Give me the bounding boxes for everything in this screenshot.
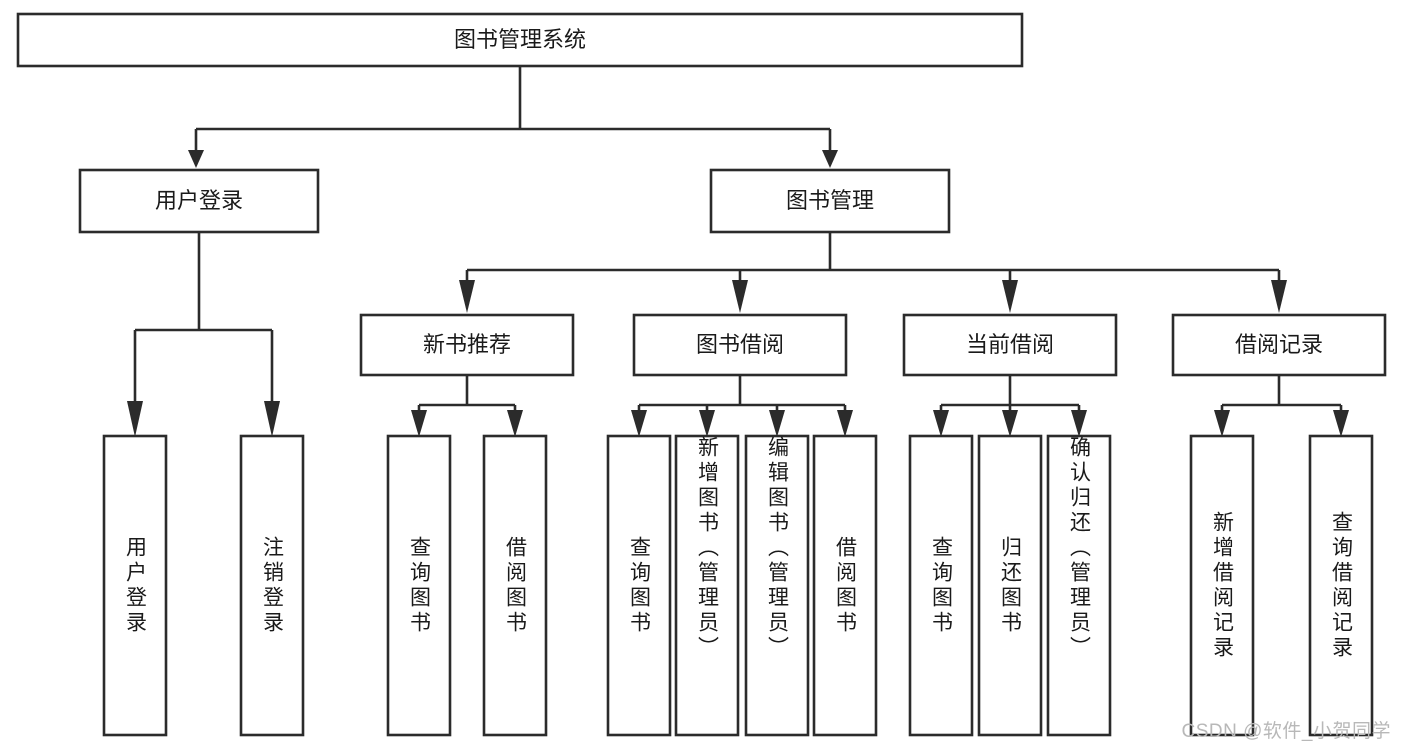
node-book-borrow-label: 图书借阅 [696, 332, 784, 357]
node-new-book-recommend-box [359, 313, 575, 377]
leaf-box-current-confirm[interactable] [1046, 434, 1112, 737]
arrow-icon [1002, 410, 1018, 437]
node-user-login-label: 用户登录 [155, 188, 243, 213]
leaf-box-record-query[interactable] [1308, 434, 1374, 737]
connector-root-to-level2 [188, 66, 838, 168]
node-current-borrow-box [902, 313, 1118, 377]
arrow-icon [769, 410, 785, 437]
watermark-text: CSDN @软件_小贺同学 [1181, 721, 1391, 742]
node-new-book-recommend[interactable]: 新书推荐 [359, 313, 575, 377]
connector-current-borrow-to-leaves [933, 375, 1087, 437]
node-user-login-box [78, 168, 320, 234]
leaf-box-borrow-query[interactable] [606, 434, 672, 737]
arrow-icon [264, 401, 280, 437]
node-book-management[interactable]: 图书管理 [709, 168, 951, 234]
arrow-icon [1002, 280, 1018, 313]
leaf-box-borrow-borrow[interactable] [812, 434, 878, 737]
arrow-icon [411, 410, 427, 437]
connector-new-book-recommend-to-leaves [411, 375, 523, 437]
arrow-icon [933, 410, 949, 437]
arrow-icon [1071, 410, 1087, 437]
arrow-icon [699, 410, 715, 437]
node-borrow-record-label: 借阅记录 [1235, 332, 1323, 357]
leaf-box-borrow-edit[interactable] [744, 434, 810, 737]
leaf-box-record-add[interactable] [1189, 434, 1255, 737]
connector-user-login-to-leaves [127, 232, 280, 437]
leaf-box-current-query[interactable] [908, 434, 974, 737]
leaf-box-borrow-add[interactable] [674, 434, 740, 737]
arrow-icon [1271, 280, 1287, 313]
node-root-label: 图书管理系统 [454, 27, 586, 52]
arrow-icon [459, 280, 475, 313]
node-root[interactable]: 图书管理系统 [16, 12, 1024, 68]
arrow-icon [837, 410, 853, 437]
node-root-box [16, 12, 1024, 68]
leaf-box-user-login-login[interactable] [102, 434, 168, 737]
node-new-book-recommend-label: 新书推荐 [423, 332, 511, 357]
arrow-icon [822, 150, 838, 168]
connector-book-borrow-to-leaves [631, 375, 853, 437]
node-borrow-record[interactable]: 借阅记录 [1171, 313, 1387, 377]
node-book-borrow[interactable]: 图书借阅 [632, 313, 848, 377]
arrow-icon [631, 410, 647, 437]
arrow-icon [1333, 410, 1349, 437]
arrow-icon [188, 150, 204, 168]
leaf-box-current-return[interactable] [977, 434, 1043, 737]
arrow-icon [732, 280, 748, 313]
leaf-box-recommend-query[interactable] [386, 434, 452, 737]
node-current-borrow-label: 当前借阅 [966, 332, 1054, 357]
connector-borrow-record-to-leaves [1214, 375, 1349, 437]
arrow-icon [127, 401, 143, 437]
node-book-management-label: 图书管理 [786, 188, 874, 213]
node-current-borrow[interactable]: 当前借阅 [902, 313, 1118, 377]
leaf-box-user-login-logout[interactable] [239, 434, 305, 737]
node-user-login[interactable]: 用户登录 [78, 168, 320, 234]
arrow-icon [1214, 410, 1230, 437]
connector-book-management-to-level3 [459, 232, 1287, 313]
arrow-icon [507, 410, 523, 437]
leaf-box-recommend-borrow[interactable] [482, 434, 548, 737]
